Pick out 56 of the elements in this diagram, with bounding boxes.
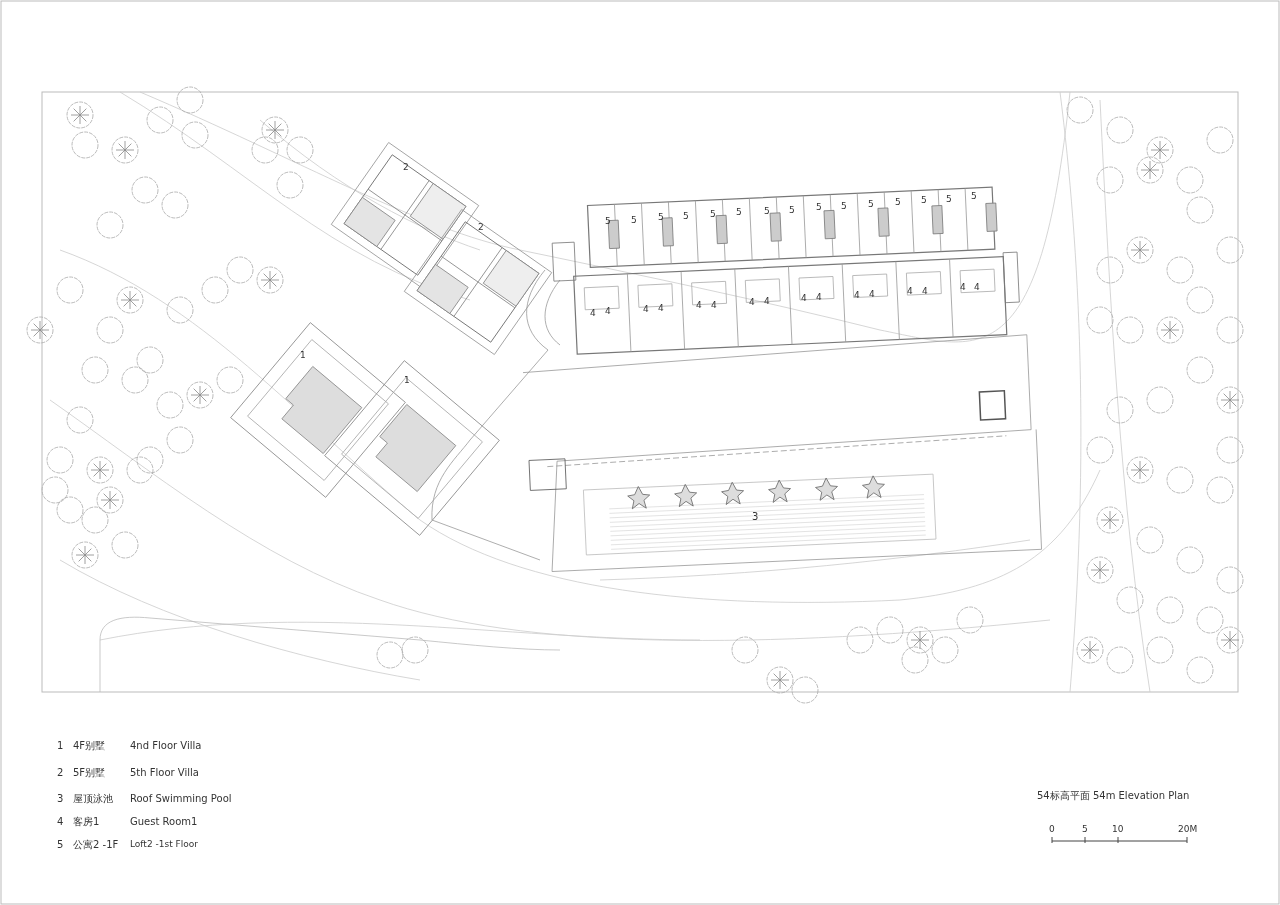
- legend-chinese-text: 5F别墅: [73, 768, 106, 778]
- legend-number: 1: [57, 741, 64, 751]
- callout-number: 4: [749, 298, 755, 307]
- callout-number: 4: [764, 297, 770, 306]
- callout-number: 2: [478, 223, 484, 232]
- legend-chinese-text: 公寓2 -1F: [73, 840, 119, 850]
- scale-tick-label: 10: [1112, 825, 1124, 834]
- callout-number: 4: [711, 301, 717, 310]
- callout-number: 5: [921, 196, 927, 205]
- callout-number: 5: [789, 206, 795, 215]
- callout-number: 4: [854, 291, 860, 300]
- legend-number: 4: [57, 817, 64, 827]
- callout-number: 5: [736, 208, 742, 217]
- callout-number: 5: [764, 207, 770, 216]
- plan-title: 54标高平面 54m Elevation Plan: [1037, 791, 1190, 801]
- legend-chinese-text: 4F别墅: [73, 741, 106, 751]
- callout-number: 4: [869, 290, 875, 299]
- legend-english-text: Guest Room1: [130, 817, 198, 827]
- callout-number: 5: [658, 213, 664, 222]
- callout-number: 5: [895, 198, 901, 207]
- callout-number: 5: [605, 217, 611, 226]
- legend-english-text: 4nd Floor Villa: [130, 741, 202, 751]
- callout-number: 4: [960, 283, 966, 292]
- callout-number: 3: [752, 512, 759, 522]
- legend-chinese-text: 客房1: [73, 817, 100, 827]
- callout-number: 4: [801, 294, 807, 303]
- callout-number: 5: [683, 212, 689, 221]
- callout-number: 4: [907, 287, 913, 296]
- callout-number: 4: [590, 309, 596, 318]
- scale-tick-label: 20M: [1178, 825, 1198, 834]
- scale-tick-label: 5: [1082, 825, 1088, 834]
- legend-english-text: Roof Swimming Pool: [130, 794, 232, 804]
- callout-number: 4: [696, 301, 702, 310]
- callout-number: 5: [868, 200, 874, 209]
- callout-number: 5: [816, 203, 822, 212]
- callout-number: 5: [710, 210, 716, 219]
- callout-number: 4: [658, 304, 664, 313]
- callout-number: 4: [922, 287, 928, 296]
- callout-number: 5: [631, 216, 637, 225]
- legend-english-text: Loft2 -1st Floor: [130, 840, 198, 849]
- callout-number: 4: [605, 307, 611, 316]
- callout-number: 1: [300, 351, 306, 360]
- callout-number: 4: [974, 283, 980, 292]
- legend-number: 2: [57, 768, 64, 778]
- legend-english-text: 5th Floor Villa: [130, 768, 199, 778]
- callout-number: 4: [643, 305, 649, 314]
- legend-number: 5: [57, 840, 64, 850]
- legend-chinese-text: 屋顶泳池: [73, 794, 113, 804]
- callout-number: 5: [971, 192, 977, 201]
- callout-number: 1: [404, 376, 410, 385]
- callout-number: 2: [403, 163, 409, 172]
- callout-number: 5: [841, 202, 847, 211]
- scale-tick-label: 0: [1049, 825, 1055, 834]
- legend-number: 3: [57, 794, 64, 804]
- callout-number: 5: [946, 195, 952, 204]
- callout-number: 4: [816, 293, 822, 302]
